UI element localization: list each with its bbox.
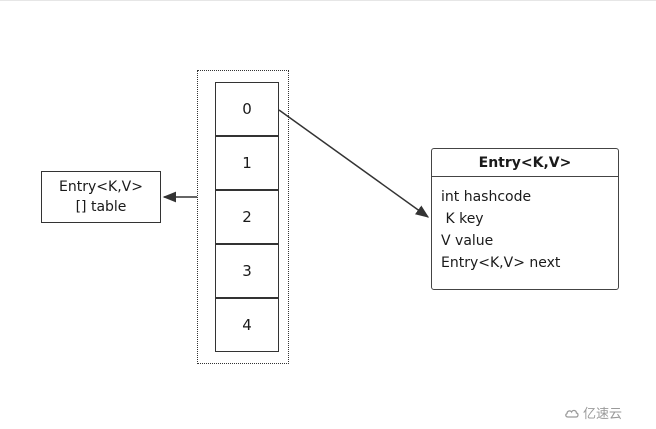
bucket-index: 3 (242, 262, 252, 280)
entry-table-node: Entry<K,V> [] table (41, 171, 161, 223)
cloud-logo-icon (565, 409, 579, 418)
entry-class-node: Entry<K,V> int hashcode K key V value En… (431, 148, 619, 290)
watermark-text: 亿速云 (583, 407, 623, 422)
entry-field: V value (441, 233, 494, 249)
entry-field: int hashcode (441, 189, 532, 205)
bucket-cell-1: 1 (215, 136, 279, 190)
bucket-array-frame (197, 70, 289, 364)
bucket-index: 2 (242, 208, 252, 226)
entry-field: K key (441, 211, 484, 227)
bucket-cell-2: 2 (215, 190, 279, 244)
table-node-type: Entry<K,V> (59, 179, 143, 195)
entry-class-title: Entry<K,V> (432, 149, 618, 177)
table-node-name: [] table (75, 199, 127, 215)
bucket-index: 4 (242, 316, 252, 334)
bucket-cell-3: 3 (215, 244, 279, 298)
watermark: 亿速云 (564, 403, 622, 422)
bucket-cell-4: 4 (215, 298, 279, 352)
top-divider (0, 0, 656, 1)
bucket-index: 0 (242, 100, 252, 118)
cell0-to-entry-arrow (278, 109, 430, 218)
entry-field: Entry<K,V> next (441, 255, 561, 271)
bucket-index: 1 (242, 154, 252, 172)
bucket-cell-0: 0 (215, 82, 279, 136)
entry-field-list: int hashcode K key V value Entry<K,V> ne… (432, 177, 618, 274)
